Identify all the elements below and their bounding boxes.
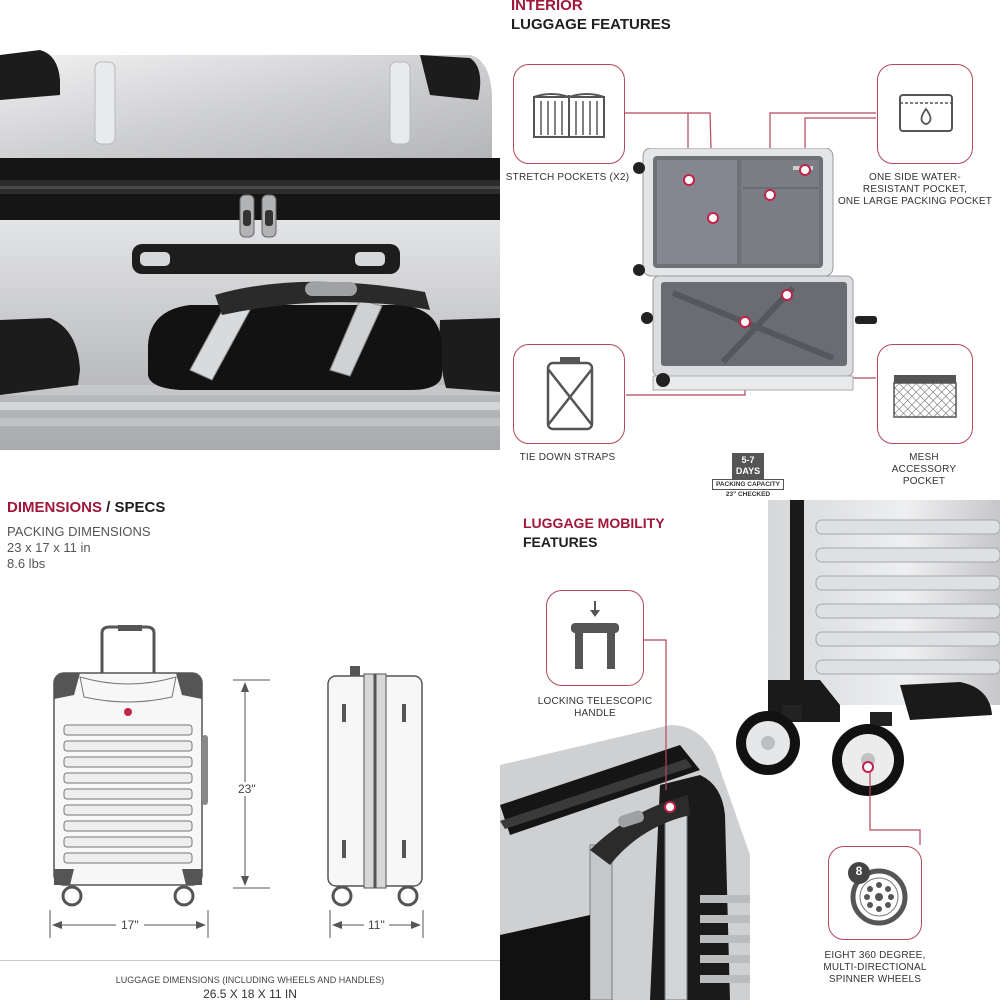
interior-heading-title: LUGGAGE FEATURES <box>511 16 671 33</box>
wheels-line-2: MULTI-DIRECTIONAL <box>823 962 927 973</box>
wheels-line-1: EIGHT 360 DEGREE, <box>824 950 926 961</box>
width-label: 17" <box>116 918 144 932</box>
mobility-heading-title: FEATURES <box>523 534 598 550</box>
suitcase-top-photo <box>0 0 500 450</box>
capacity-days: 5-7 <box>741 455 755 465</box>
mesh-pocket-label: MESH ACCESSORY POCKET <box>877 452 971 488</box>
dimensions-heading: DIMENSIONS / SPECS <box>7 498 165 517</box>
tie-down-box <box>513 344 625 444</box>
capacity-checked: 23" CHECKED <box>725 491 771 498</box>
mesh-pocket-box <box>877 344 973 444</box>
mesh-pocket-icon <box>893 375 957 418</box>
suitcase-wheels-photo <box>736 500 1000 796</box>
capacity-days-label: DAYS <box>735 466 761 476</box>
open-suitcase-illustration <box>633 148 877 391</box>
wheels-feature-box: 8 <box>828 846 922 940</box>
suitcase-handle-photo <box>500 725 750 1000</box>
weight-value: 8.6 lbs <box>7 556 46 571</box>
dimensions-heading-rest: / SPECS <box>102 499 166 516</box>
stretch-pockets-label: STRETCH POCKETS (X2) <box>505 172 630 183</box>
water-pocket-line-1: ONE SIDE WATER- <box>869 172 961 183</box>
water-drop-pocket-icon <box>899 94 953 132</box>
packing-dimensions-label: PACKING DIMENSIONS <box>7 524 151 539</box>
wheels-line-3: SPINNER WHEELS <box>828 974 922 985</box>
telescopic-handle-icon <box>571 601 619 669</box>
packing-dimensions-value: 23 x 17 x 11 in <box>7 540 91 555</box>
mobility-heading-accent: LUGGAGE MOBILITY <box>523 515 665 531</box>
luggage-dimensions-value: 26.5 X 18 X 11 IN <box>203 987 297 1000</box>
packing-capacity-badge: 5-7 DAYS PACKING CAPACITY 23" CHECKED <box>712 453 784 500</box>
mesh-line-3: POCKET <box>902 476 946 487</box>
packing-specs: PACKING DIMENSIONS 23 x 17 x 11 in 8.6 l… <box>7 524 151 572</box>
handle-feature-box <box>546 590 644 686</box>
interior-heading-accent: INTERIOR <box>511 0 583 14</box>
divider <box>0 960 500 961</box>
tie-down-label: TIE DOWN STRAPS <box>519 452 616 463</box>
wheels-feature-label: EIGHT 360 DEGREE, MULTI-DIRECTIONAL SPIN… <box>800 950 950 986</box>
mesh-line-2: ACCESSORY <box>891 464 957 475</box>
depth-label: 11" <box>364 918 389 932</box>
suitcase-top-illustration <box>0 0 500 450</box>
side-view-drawing <box>327 666 423 907</box>
interior-features-panel: INTERIOR LUGGAGE FEATURES <box>500 0 1000 500</box>
tie-down-straps-icon <box>546 357 594 431</box>
water-pocket-box <box>877 64 973 164</box>
stretch-pockets-box <box>513 64 625 164</box>
mobility-heading: LUGGAGE MOBILITY FEATURES <box>523 514 665 552</box>
handle-line-1: LOCKING TELESCOPIC <box>537 696 653 707</box>
handle-line-2: HANDLE <box>574 708 616 719</box>
handle-feature-label: LOCKING TELESCOPIC HANDLE <box>520 696 670 720</box>
luggage-dimensions-label: LUGGAGE DIMENSIONS (INCLUDING WHEELS AND… <box>115 975 385 985</box>
mesh-line-1: MESH <box>909 452 939 463</box>
dimensions-panel: DIMENSIONS / SPECS PACKING DIMENSIONS 23… <box>0 450 500 1000</box>
spinner-wheels-icon <box>848 862 908 926</box>
interior-heading: INTERIOR LUGGAGE FEATURES <box>511 0 671 34</box>
wheel-count-badge: 8 <box>855 864 863 878</box>
capacity-packing: PACKING CAPACITY <box>712 479 784 490</box>
front-view-drawing <box>53 625 208 907</box>
water-pocket-line-3: ONE LARGE PACKING POCKET <box>837 196 993 207</box>
stretch-pockets-icon <box>533 93 605 138</box>
water-pocket-line-2: RESISTANT POCKET, <box>862 184 968 195</box>
mobility-panel: LUGGAGE MOBILITY FEATURES LOCKING TELESC… <box>500 500 1000 1000</box>
water-pocket-label: ONE SIDE WATER- RESISTANT POCKET, ONE LA… <box>830 172 1000 208</box>
height-label: 23" <box>236 782 258 796</box>
mobility-connector-lines <box>643 639 921 845</box>
dimensions-heading-accent: DIMENSIONS <box>7 499 103 516</box>
